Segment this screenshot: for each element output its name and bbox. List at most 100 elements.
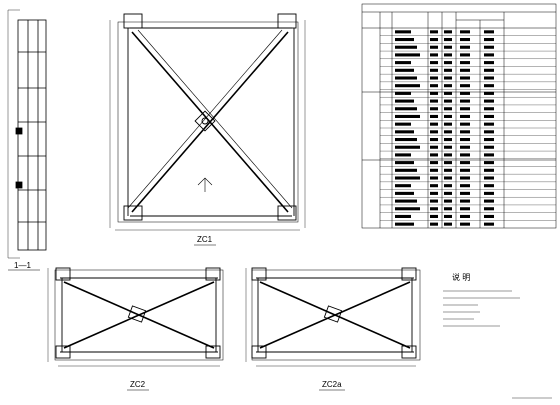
- table-cell-mark: [484, 53, 494, 57]
- table-cell-mark: [395, 38, 414, 42]
- zc2a-bracing-view: [245, 267, 421, 367]
- table-cell-mark: [460, 153, 470, 157]
- table-cell-mark: [444, 145, 452, 149]
- zc2a-label: ZC2a: [322, 380, 342, 389]
- table-cell-mark: [395, 30, 411, 34]
- table-cell-mark: [484, 45, 494, 49]
- table-cell-mark: [460, 61, 470, 65]
- table-cell-mark: [395, 53, 420, 57]
- table-cell-mark: [430, 199, 438, 203]
- zc1-bracing-view: [109, 13, 306, 231]
- zc2-bracing-view: [47, 267, 224, 367]
- table-cell-mark: [395, 91, 411, 95]
- table-cell-mark: [430, 168, 438, 172]
- table-cell-mark: [460, 199, 470, 203]
- table-cell-mark: [395, 153, 411, 157]
- table-cell-mark: [395, 61, 411, 65]
- table-cell-mark: [484, 107, 494, 111]
- table-cell-mark: [395, 168, 417, 172]
- notes-heading: 说 明: [452, 272, 470, 282]
- table-cell-mark: [444, 207, 452, 211]
- table-cell-mark: [484, 91, 494, 95]
- table-cell-mark: [484, 138, 494, 142]
- table-cell-mark: [484, 207, 494, 211]
- table-cell-mark: [430, 138, 438, 142]
- table-cell-mark: [430, 161, 438, 165]
- table-cell-mark: [430, 84, 438, 88]
- table-cell-mark: [460, 53, 470, 57]
- table-cell-mark: [460, 107, 470, 111]
- table-cell-mark: [395, 145, 420, 149]
- table-cell-mark: [484, 122, 494, 126]
- table-cell-mark: [430, 53, 438, 57]
- table-cell-mark: [430, 38, 438, 42]
- table-cell-mark: [444, 168, 452, 172]
- table-cell-mark: [430, 114, 438, 118]
- table-cell-mark: [460, 222, 470, 226]
- table-cell-mark: [484, 30, 494, 34]
- table-cell-mark: [484, 114, 494, 118]
- table-cell-mark: [444, 176, 452, 180]
- table-cell-mark: [444, 214, 452, 218]
- column-section-view: [7, 9, 47, 271]
- table-cell-mark: [444, 68, 452, 72]
- table-cell-mark: [395, 68, 414, 72]
- table-cell-mark: [430, 30, 438, 34]
- table-cell-mark: [460, 99, 470, 103]
- table-cell-mark: [484, 84, 494, 88]
- table-cell-mark: [460, 68, 470, 72]
- table-cell-mark: [430, 76, 438, 80]
- table-cell-mark: [460, 176, 470, 180]
- table-cell-mark: [460, 168, 470, 172]
- table-cell-mark: [395, 130, 414, 134]
- table-cell-mark: [484, 145, 494, 149]
- table-cell-mark: [444, 122, 452, 126]
- table-cell-mark: [484, 176, 494, 180]
- table-cell-mark: [484, 184, 494, 188]
- table-cell-mark: [395, 199, 417, 203]
- table-cell-mark: [484, 153, 494, 157]
- table-cell-mark: [484, 130, 494, 134]
- table-cell-mark: [430, 184, 438, 188]
- table-cell-mark: [460, 76, 470, 80]
- table-cell-mark: [430, 91, 438, 95]
- table-cell-mark: [460, 114, 470, 118]
- table-cell-mark: [395, 191, 414, 195]
- table-cell-mark: [444, 99, 452, 103]
- table-cell-mark: [444, 191, 452, 195]
- table-cell-mark: [395, 176, 420, 180]
- table-cell-mark: [444, 84, 452, 88]
- table-cell-mark: [460, 38, 470, 42]
- table-cell-mark: [484, 199, 494, 203]
- table-rows: [380, 30, 556, 226]
- table-cell-mark: [460, 91, 470, 95]
- table-cell-mark: [444, 91, 452, 95]
- table-cell-mark: [430, 222, 438, 226]
- table-cell-mark: [444, 38, 452, 42]
- table-cell-mark: [484, 161, 494, 165]
- notes-block: 说 明: [443, 272, 520, 327]
- table-cell-mark: [444, 138, 452, 142]
- table-cell-mark: [395, 76, 417, 80]
- table-cell-mark: [444, 161, 452, 165]
- table-cell-mark: [460, 130, 470, 134]
- table-cell-mark: [430, 207, 438, 211]
- table-cell-mark: [395, 114, 420, 118]
- table-cell-mark: [430, 130, 438, 134]
- table-cell-mark: [444, 45, 452, 49]
- table-cell-mark: [460, 207, 470, 211]
- table-cell-mark: [430, 122, 438, 126]
- table-cell-mark: [444, 53, 452, 57]
- table-cell-mark: [444, 222, 452, 226]
- table-cell-mark: [395, 207, 420, 211]
- table-cell-mark: [430, 214, 438, 218]
- table-cell-mark: [484, 214, 494, 218]
- table-cell-mark: [395, 107, 417, 111]
- table-cell-mark: [395, 122, 411, 126]
- table-cell-mark: [395, 214, 411, 218]
- table-cell-mark: [460, 161, 470, 165]
- table-cell-mark: [430, 99, 438, 103]
- table-cell-mark: [444, 130, 452, 134]
- table-cell-mark: [430, 191, 438, 195]
